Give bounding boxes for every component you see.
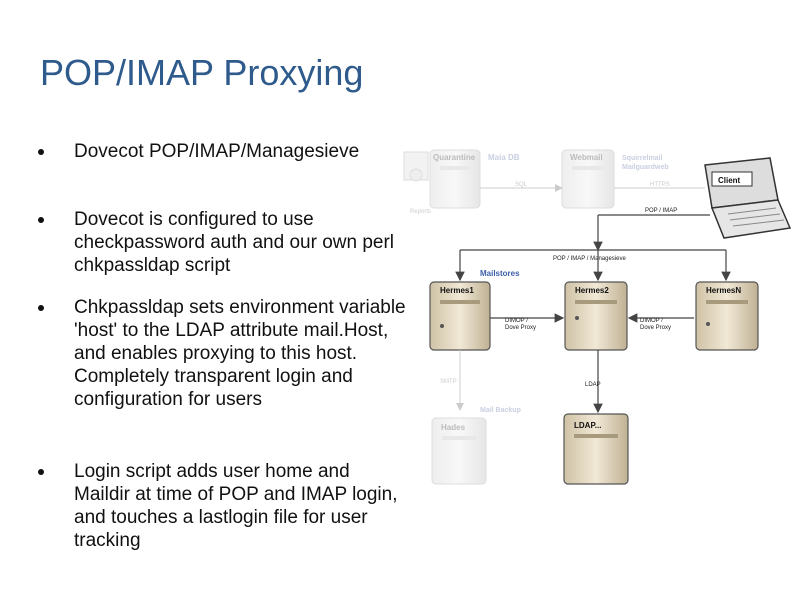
quarantine-label: Quarantine <box>433 153 476 162</box>
bullet-item: Login script adds user home and Maildir … <box>38 460 406 552</box>
laptop-icon <box>704 157 792 239</box>
smtp-label: SMTP <box>440 379 457 385</box>
hermes2-server <box>564 281 628 351</box>
webmail-app-line: Squirrelmail <box>622 155 663 162</box>
reports-icon <box>403 151 429 182</box>
pop-imap-managesieve-label: POP / IMAP / Managesieve <box>553 256 626 262</box>
bullet-item: Dovecot is configured to use checkpasswo… <box>38 208 406 277</box>
ldap-server <box>563 413 629 485</box>
maia-db-label: Maia DB <box>488 153 520 162</box>
webmail-label: Webmail <box>570 153 603 162</box>
bullet-item: Dovecot POP/IMAP/Managesieve <box>38 140 359 163</box>
sql-label: SQL <box>515 182 528 188</box>
webmail-server <box>561 149 615 209</box>
dimap-left-line: DIMOP / <box>505 318 528 324</box>
ldap-link-label: LDAP <box>585 382 601 388</box>
hermesN-label: HermesN <box>706 286 741 295</box>
mail-backup-label: Mail Backup <box>480 407 521 414</box>
mailstores-label: Mailstores <box>480 269 520 278</box>
bullet-text: Chkpassldap sets environment variable 'h… <box>74 297 406 410</box>
bullet-dot-icon <box>38 149 44 155</box>
bullet-dot-icon <box>38 305 44 311</box>
bullet-text: Login script adds user home and Maildir … <box>74 461 398 551</box>
architecture-diagram: Reports Quarantine Maia DB Webmail Squir… <box>403 149 792 485</box>
ldap-label: LDAP... <box>574 421 601 430</box>
bullet-dot-icon <box>38 469 44 475</box>
reports-label: Reports <box>410 209 431 215</box>
dimap-right-line: Dove Proxy <box>640 325 671 331</box>
hades-label: Hades <box>441 423 466 432</box>
bullet-dot-icon <box>38 217 44 223</box>
hermesN-server <box>695 281 759 351</box>
dimap-right-line: DIMOP / <box>640 318 663 324</box>
hermes2-label: Hermes2 <box>575 286 609 295</box>
slide-title: POP/IMAP Proxying <box>40 52 364 93</box>
dimap-left-label: DIMOP / Dove Proxy <box>505 318 536 331</box>
hermes1-label: Hermes1 <box>440 286 474 295</box>
bullet-item: Chkpassldap sets environment variable 'h… <box>38 296 406 411</box>
bullet-text: Dovecot POP/IMAP/Managesieve <box>74 141 360 162</box>
quarantine-server <box>429 149 481 209</box>
pop-imap-label: POP / IMAP <box>645 208 677 214</box>
hades-server <box>431 417 487 485</box>
https-label: HTTPS <box>650 182 670 188</box>
dimap-left-line: Dove Proxy <box>505 325 536 331</box>
webmail-app-line: Mailguardweb <box>622 164 669 171</box>
dimap-right-label: DIMOP / Dove Proxy <box>640 318 671 331</box>
bullet-text: Dovecot is configured to use checkpasswo… <box>74 209 395 276</box>
client-label: Client <box>718 176 741 185</box>
webmail-apps-label: Squirrelmail Mailguardweb <box>622 155 669 171</box>
